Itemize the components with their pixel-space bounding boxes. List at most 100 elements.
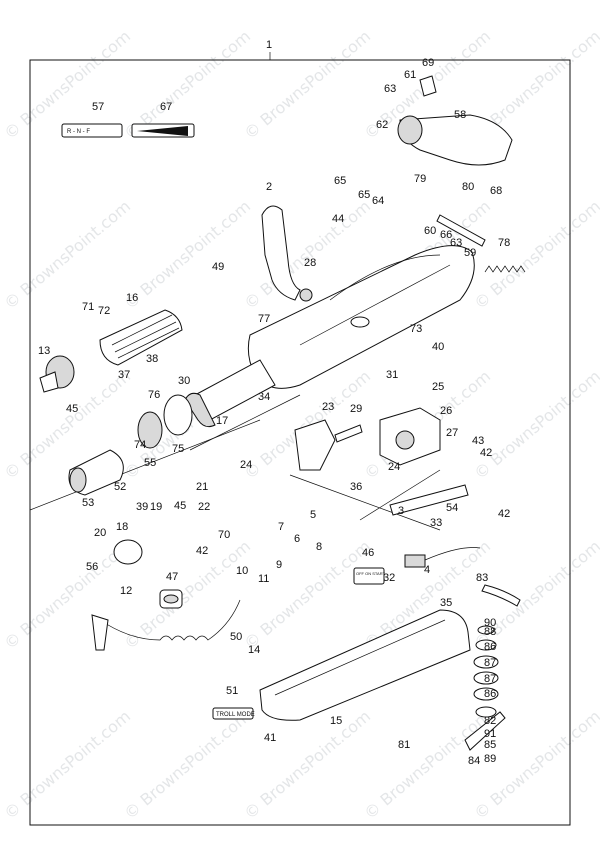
callout-number: 9 bbox=[276, 559, 282, 571]
tiller-arm bbox=[247, 245, 475, 389]
lanyard bbox=[91, 599, 241, 651]
callout-number: 15 bbox=[330, 715, 342, 727]
tiller-arm-hole bbox=[350, 316, 370, 328]
watermark: © BrownsPoint.com bbox=[240, 27, 374, 144]
callout-number: 72 bbox=[98, 305, 110, 317]
shift-rod bbox=[189, 394, 301, 451]
callout-number: 28 bbox=[304, 257, 316, 269]
callout-number: 2 bbox=[266, 181, 272, 193]
stop-decal bbox=[159, 589, 183, 609]
callout-number: 26 bbox=[440, 405, 452, 417]
callout-number: 87 bbox=[484, 673, 496, 685]
friction-rings bbox=[137, 394, 193, 449]
bolt-spring bbox=[436, 214, 526, 273]
callout-number: 85 bbox=[484, 739, 496, 751]
grip-collar bbox=[68, 449, 124, 496]
callout-number: 86 bbox=[484, 641, 496, 653]
top-bracket bbox=[397, 75, 513, 166]
callout-number: 42 bbox=[498, 508, 510, 520]
callout-number: 46 bbox=[362, 547, 374, 559]
handle-tube bbox=[184, 359, 276, 428]
washer bbox=[473, 687, 499, 701]
callout-number: 14 bbox=[248, 644, 260, 656]
callout-number: 45 bbox=[66, 403, 78, 415]
stop-decal-icon bbox=[163, 594, 179, 604]
callout-number: 16 bbox=[126, 292, 138, 304]
callout-number: 60 bbox=[424, 225, 436, 237]
callout-number: 74 bbox=[134, 439, 146, 451]
tilt-handle bbox=[261, 205, 313, 302]
spring bbox=[484, 265, 526, 273]
callout-number: 67 bbox=[160, 101, 172, 113]
grip-ridge bbox=[114, 321, 177, 353]
link-rod bbox=[289, 474, 441, 531]
callout-number: 65 bbox=[358, 189, 370, 201]
tilt-handle-body bbox=[261, 205, 301, 301]
callout-number: 22 bbox=[198, 501, 210, 513]
callout-number: 66 bbox=[440, 229, 452, 241]
callout-number: 69 bbox=[422, 57, 434, 69]
throttle-decal-wedge bbox=[137, 126, 188, 136]
wiring-harness bbox=[404, 547, 521, 607]
callout-number: 71 bbox=[82, 301, 94, 313]
callout-number: 7 bbox=[278, 521, 284, 533]
troll-decal-plate bbox=[212, 707, 254, 720]
callout-number: 84 bbox=[468, 755, 480, 767]
callout-number: 21 bbox=[196, 481, 208, 493]
handle-tube-end bbox=[184, 392, 216, 428]
lanyard-clip bbox=[91, 614, 109, 651]
callout-number: 32 bbox=[383, 572, 395, 584]
callout-number: 30 bbox=[178, 375, 190, 387]
callout-number: 27 bbox=[446, 427, 458, 439]
tilt-handle-bolt bbox=[299, 288, 313, 302]
callout-number: 24 bbox=[240, 459, 252, 471]
callout-number: 73 bbox=[410, 323, 422, 335]
stop-switch bbox=[113, 539, 143, 565]
callout-number: 29 bbox=[350, 403, 362, 415]
callout-number: 43 bbox=[472, 435, 484, 447]
callout-number: 79 bbox=[414, 173, 426, 185]
top-bracket-eye bbox=[397, 115, 423, 145]
washer bbox=[477, 625, 495, 635]
base-tray-rim bbox=[274, 619, 446, 696]
frame-diagonal bbox=[29, 419, 261, 511]
throttle-bracket bbox=[294, 419, 363, 471]
throttle-grip-assembly bbox=[39, 309, 183, 393]
callout-number: 3 bbox=[398, 505, 404, 517]
callout-number: 61 bbox=[404, 69, 416, 81]
callout-number: 50 bbox=[230, 631, 242, 643]
callout-number: 6 bbox=[294, 533, 300, 545]
callout-number: 47 bbox=[166, 571, 178, 583]
start-decal-plate bbox=[353, 567, 385, 585]
throttle-grip bbox=[99, 309, 183, 366]
callout-number: 64 bbox=[372, 195, 384, 207]
callout-number: 82 bbox=[484, 715, 496, 727]
callout-number: 90 bbox=[484, 617, 496, 629]
tiller-arm-ridge bbox=[329, 254, 441, 301]
callout-number: 8 bbox=[316, 541, 322, 553]
watermark: © BrownsPoint.com bbox=[0, 707, 134, 824]
callout-number: 52 bbox=[114, 481, 126, 493]
callout-number: 38 bbox=[146, 353, 158, 365]
callout-number: 58 bbox=[454, 109, 466, 121]
watermark: © BrownsPoint.com bbox=[120, 707, 254, 824]
callout-number: 4 bbox=[424, 564, 430, 576]
callout-number: 49 bbox=[212, 261, 224, 273]
callout-number: 57 bbox=[92, 101, 104, 113]
switch-body bbox=[113, 539, 143, 565]
callout-number: 45 bbox=[174, 500, 186, 512]
callout-number: 88 bbox=[484, 626, 496, 638]
shift-decal: R - N - F bbox=[61, 123, 123, 138]
callout-number: 33 bbox=[430, 517, 442, 529]
throttle-decal bbox=[131, 123, 195, 138]
shift-linkage bbox=[189, 394, 469, 531]
washer bbox=[475, 706, 497, 718]
washer bbox=[473, 655, 499, 669]
callout-number: 20 bbox=[94, 527, 106, 539]
callout-number: 86 bbox=[484, 688, 496, 700]
callout-number: 62 bbox=[376, 119, 388, 131]
callout-number: 83 bbox=[476, 572, 488, 584]
callout-number: 51 bbox=[226, 685, 238, 697]
